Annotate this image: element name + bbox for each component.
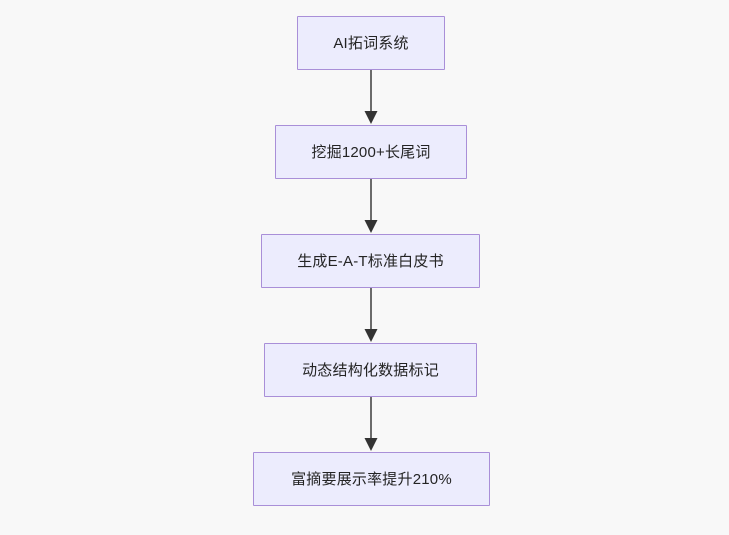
flow-edge-1 — [356, 70, 386, 125]
flow-node-label: 动态结构化数据标记 — [302, 361, 439, 379]
flow-node-label: 生成E-A-T标准白皮书 — [297, 252, 444, 270]
flow-node-dynamic-structured-data-markup[interactable]: 动态结构化数据标记 — [264, 343, 477, 397]
flow-node-mine-longtail-keywords[interactable]: 挖掘1200+长尾词 — [275, 125, 467, 179]
flow-node-label: 挖掘1200+长尾词 — [311, 143, 431, 161]
flow-node-generate-eat-whitepaper[interactable]: 生成E-A-T标准白皮书 — [261, 234, 480, 288]
flow-node-rich-snippet-rate-increase[interactable]: 富摘要展示率提升210% — [253, 452, 490, 506]
flow-node-label: 富摘要展示率提升210% — [291, 470, 452, 488]
flow-node-label: AI拓词系统 — [333, 34, 409, 52]
flow-node-ai-keyword-system[interactable]: AI拓词系统 — [297, 16, 445, 70]
flow-edge-4 — [356, 397, 386, 452]
flow-edge-3 — [356, 288, 386, 343]
flow-edge-2 — [356, 179, 386, 234]
